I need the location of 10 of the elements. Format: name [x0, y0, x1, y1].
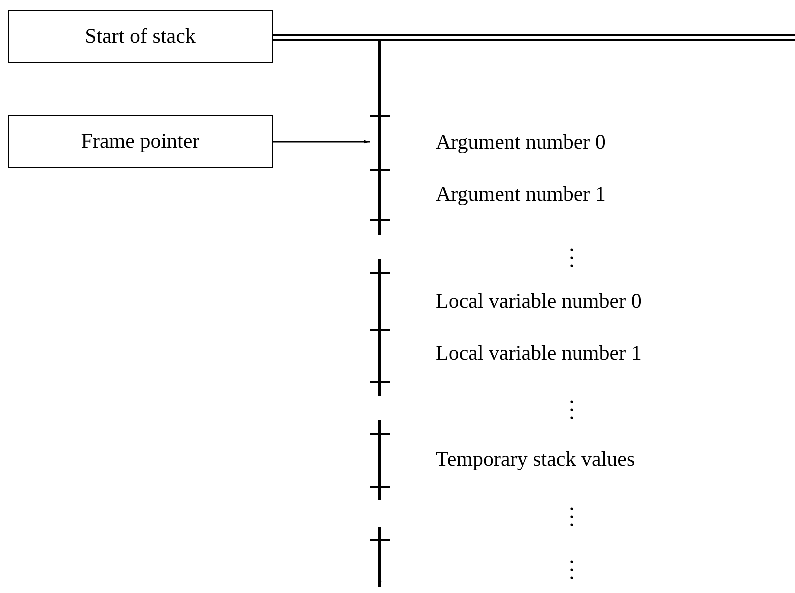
stack-slot-label: Argument number 1: [436, 182, 606, 206]
stack-slot-label: Local variable number 0: [436, 289, 642, 313]
arrow: [273, 140, 370, 144]
stack-slot-label: Temporary stack values: [436, 447, 636, 471]
stack-slot-label: Local variable number 1: [436, 341, 642, 365]
label-box: Start of stack: [8, 10, 273, 63]
stack-slot-label: Argument number 0: [436, 130, 606, 154]
label-box: Frame pointer: [8, 115, 273, 168]
stack-axis: [370, 40, 390, 587]
double-line: [273, 34, 795, 42]
